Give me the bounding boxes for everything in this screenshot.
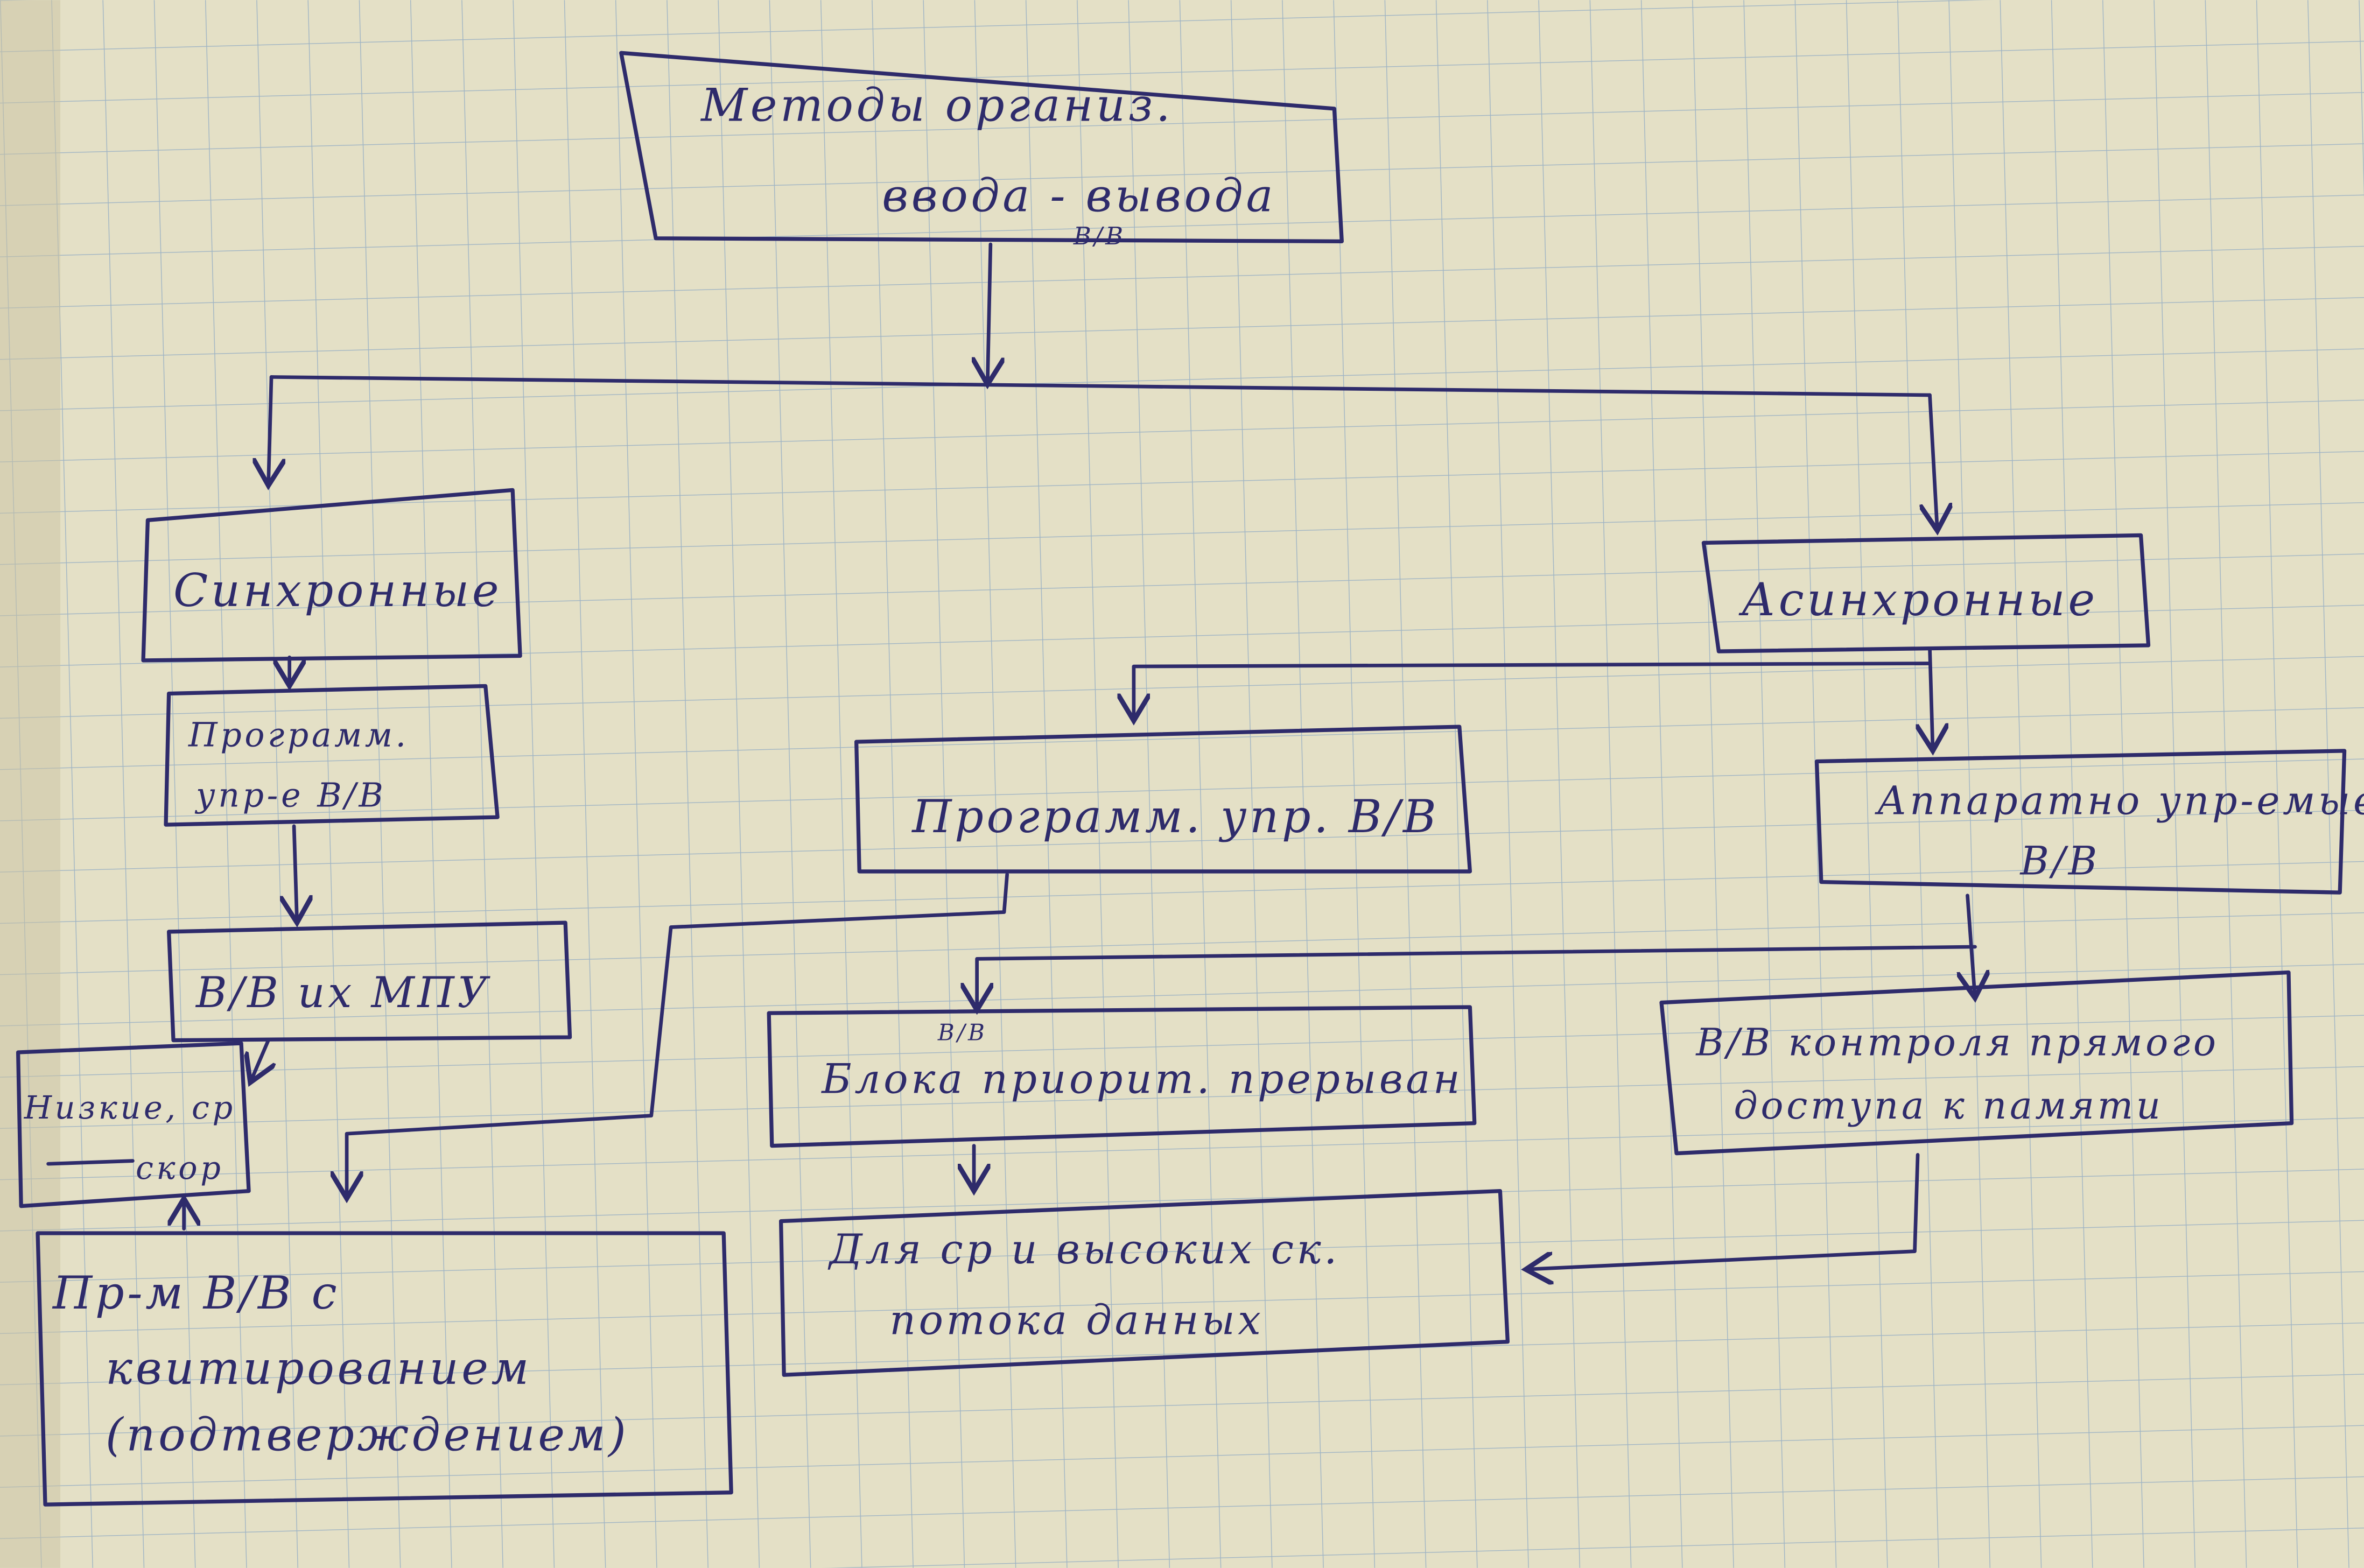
arrow-root-down	[987, 242, 991, 384]
arrow-dma-to-high-speed	[1526, 1153, 1920, 1269]
node-hardware: Аппаратно упр-емые В/В	[1814, 749, 2364, 895]
node-mpu: В/В их МПУ	[167, 920, 572, 1043]
svg-text:В/В: В/В	[937, 1019, 988, 1046]
arrow-hw-to-priority	[977, 945, 1977, 1010]
svg-text:Программ.: Программ.	[188, 715, 409, 754]
svg-text:Программ. упр. В/В: Программ. упр. В/В	[911, 790, 1439, 843]
arrow-to-async	[1930, 393, 1937, 531]
node-async: Асинхронные	[1701, 533, 2151, 653]
node-async-program: Программ. упр. В/В	[854, 725, 1472, 874]
svg-text:Для ср и высоких ск.: Для ср и высоких ск.	[827, 1226, 1340, 1273]
arrow-async-to-prog	[1134, 662, 1932, 720]
svg-text:доступа к памяти: доступа к памяти	[1734, 1084, 2163, 1128]
svg-text:В/В их МПУ: В/В их МПУ	[195, 968, 491, 1017]
svg-text:Асинхронные: Асинхронные	[1738, 573, 2098, 626]
svg-text:Блока приорит. прерыван: Блока приорит. прерыван	[820, 1056, 1463, 1103]
page-shadow	[0, 0, 61, 1568]
strikethrough-mark	[46, 1159, 135, 1166]
node-priority: Блока приорит. прерыван В/В	[767, 1005, 1477, 1148]
svg-text:(подтверждением): (подтверждением)	[106, 1408, 629, 1461]
svg-text:В/В контроля прямого: В/В контроля прямого	[1695, 1021, 2219, 1065]
svg-text:Аппаратно упр-емые: Аппаратно упр-емые	[1874, 778, 2364, 824]
node-low-speed: Низкие, ср скор	[16, 1041, 251, 1208]
node-handshake: Пр-м В/В с квитированием (подтверждением…	[36, 1231, 733, 1507]
svg-text:Синхронные: Синхронные	[173, 564, 502, 617]
node-sync: Синхронные	[141, 488, 522, 663]
arrow-prog-to-handshake	[347, 873, 1009, 1199]
svg-text:упр-е В/В: упр-е В/В	[194, 776, 386, 815]
svg-text:Низкие, ср: Низкие, ср	[24, 1089, 236, 1126]
svg-text:В/В: В/В	[2019, 839, 2100, 884]
svg-text:квитированием: квитированием	[106, 1342, 532, 1395]
connectors	[184, 242, 1977, 1269]
svg-text:ввода - вывода: ввода - вывода	[882, 169, 1276, 222]
svg-text:скор: скор	[136, 1149, 223, 1186]
arrow-to-sync	[268, 375, 271, 486]
svg-text:потока данных: потока данных	[889, 1297, 1264, 1344]
svg-text:Методы организ.: Методы организ.	[700, 79, 1173, 131]
node-high-speed: Для ср и высоких ск. потока данных	[778, 1189, 1510, 1377]
node-sync-program: Программ. упр-е В/В	[164, 684, 500, 827]
svg-text:Пр-м В/В с: Пр-м В/В с	[52, 1267, 340, 1319]
svg-text:В/В: В/В	[1073, 222, 1126, 250]
node-root: Методы организ. ввода - вывода В/В	[619, 51, 1344, 250]
node-dma: В/В контроля прямого доступа к памяти	[1659, 970, 2294, 1156]
